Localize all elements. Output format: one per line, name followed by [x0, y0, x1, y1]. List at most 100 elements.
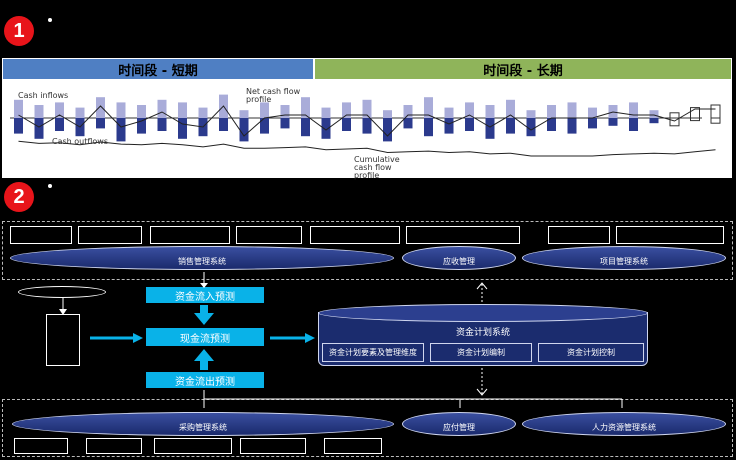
purchase-system-db: 采购管理系统	[12, 412, 394, 436]
cumulative-label: Cumulative cash flow profile	[354, 155, 400, 180]
inflow-bar	[321, 107, 331, 118]
outflow-bar	[547, 118, 556, 131]
cumulative-cash-flow-line	[18, 140, 716, 157]
hr-system-label: 人力资源管理系统	[592, 423, 656, 432]
source-box	[150, 226, 230, 244]
cash-inflows-label: Cash inflows	[18, 91, 69, 100]
source-box	[78, 226, 142, 244]
inflow-bar	[34, 105, 44, 118]
outflow-bar	[629, 118, 638, 131]
outflow-bar	[465, 118, 474, 131]
data-source-cylinder	[18, 286, 106, 298]
arrow-head	[133, 333, 143, 343]
source-box	[616, 226, 724, 244]
inflow-bar	[649, 110, 659, 118]
inflow-bar	[301, 97, 310, 118]
inflow-bar	[96, 97, 105, 118]
cash-flow-forecast: 现金流预测	[146, 328, 264, 346]
inflow-bar	[444, 107, 454, 118]
section-2-badge: 2	[4, 182, 34, 212]
outflow-bar	[669, 117, 680, 127]
outflow-bar	[116, 118, 126, 142]
outflow-bar	[55, 118, 64, 131]
fund-plan-system-top	[318, 304, 648, 322]
outflow-bar	[137, 118, 146, 134]
outflow-bar	[362, 118, 372, 134]
outflow-bar	[588, 118, 597, 129]
fund-plan-system-label: 资金计划系统	[455, 328, 510, 338]
up-arrow-head	[194, 349, 214, 361]
cash-outflows-label: Cash outflows	[52, 137, 109, 146]
outflow-bar	[403, 118, 413, 129]
bottom-systems-group	[2, 399, 733, 457]
inflow-bar	[383, 110, 392, 118]
outflow-bar	[690, 117, 700, 122]
outflow-bar	[424, 118, 433, 137]
net-cash-flow-label: Net cash flow profile	[246, 87, 301, 104]
down-arrow-head	[194, 313, 214, 325]
inflow-bar	[526, 110, 536, 118]
inflow-bar	[547, 105, 556, 118]
fund-plan-elements: 资金计划要素及管理维度	[322, 343, 424, 362]
inflow-bar	[342, 102, 351, 118]
outflow-bar	[219, 118, 228, 131]
inflow-bar	[14, 99, 23, 118]
inflow-bar	[198, 107, 208, 118]
source-box	[14, 438, 68, 454]
hr-system-db: 人力资源管理系统	[522, 412, 726, 436]
outflow-bar	[649, 118, 659, 124]
sales-system-label: 销售管理系统	[178, 257, 226, 266]
source-box	[10, 226, 72, 244]
outflow-bar	[301, 118, 310, 137]
fund-plan-control: 资金计划控制	[538, 343, 644, 362]
outflow-bar	[96, 118, 105, 129]
inflow-bar	[55, 102, 64, 118]
up-arrow-stem	[200, 360, 208, 370]
inflow-bar	[362, 99, 372, 118]
outflow-bar	[383, 118, 392, 142]
project-system-db: 项目管理系统	[522, 246, 726, 270]
sales-system-db: 销售管理系统	[10, 246, 394, 270]
outflow-bar	[444, 118, 454, 134]
outflow-bar	[239, 118, 249, 142]
inflow-bar	[669, 112, 680, 119]
data-source-box	[46, 314, 80, 366]
purchase-system-label: 采购管理系统	[179, 423, 227, 432]
outflow-bar	[342, 118, 351, 131]
inflow-bar	[506, 99, 515, 118]
outflow-bar	[280, 118, 290, 129]
bullet-dot	[48, 184, 52, 188]
source-box	[236, 226, 302, 244]
inflow-bar	[280, 105, 290, 118]
payable-label: 应付管理	[443, 423, 475, 432]
inflow-bar	[588, 107, 597, 118]
source-box	[310, 226, 400, 244]
arrow-head	[476, 282, 488, 290]
inflow-bar	[137, 105, 146, 118]
cash-flow-chart: 时间段 - 短期 时间段 - 长期 Cash inflows Cash outf…	[2, 58, 732, 180]
outflow-bar	[485, 118, 495, 139]
outflow-bar	[260, 118, 269, 134]
outflow-bar	[157, 118, 167, 131]
inflow-bar	[260, 102, 269, 118]
down-arrow-stem	[200, 305, 208, 314]
inflow-bar	[465, 102, 474, 118]
source-box	[406, 226, 520, 244]
inflow-bar	[710, 104, 721, 119]
outflow-bar	[14, 118, 23, 134]
inflow-bar	[75, 107, 85, 118]
top-systems-group	[2, 221, 733, 280]
receivable-label: 应收管理	[443, 257, 475, 266]
inflow-bar	[485, 105, 495, 118]
inflow-bar	[629, 102, 638, 118]
source-box	[86, 438, 142, 454]
inflow-bar	[567, 102, 577, 118]
inflow-bar	[178, 102, 187, 118]
net-cash-flow-line	[18, 105, 716, 137]
cash-inflow-forecast: 资金流入预测	[146, 287, 264, 303]
inflow-bar	[157, 99, 167, 118]
short-term-header: 时间段 - 短期	[2, 58, 314, 80]
arrow-head	[305, 333, 315, 343]
source-box	[240, 438, 306, 454]
section-1-badge: 1	[4, 16, 34, 46]
